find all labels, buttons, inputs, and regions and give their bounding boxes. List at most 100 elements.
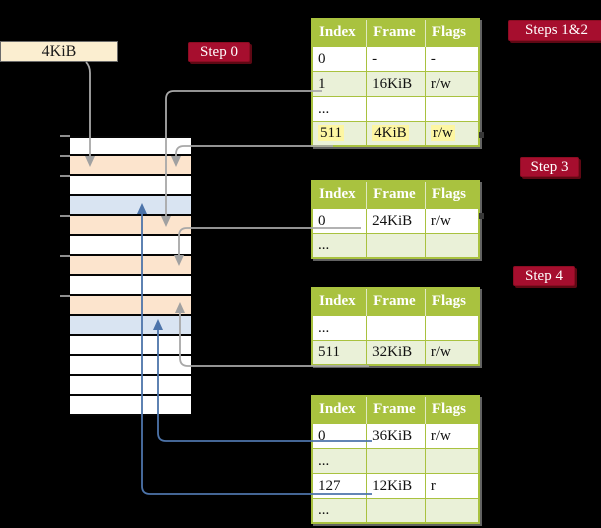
table-row: ...: [311, 314, 480, 341]
table-row: 0 36KiB r/w: [311, 422, 480, 449]
highlighted-cell-text: 511: [318, 125, 344, 142]
memory-frame-row-7: [70, 276, 191, 296]
cell-text: ...: [318, 452, 330, 469]
address-tick-2: [60, 175, 70, 177]
cell-text: 16KiB: [372, 75, 413, 92]
table-row: ...: [311, 95, 480, 122]
table-row: 0 24KiB r/w: [311, 207, 480, 234]
cell-text: 12KiB: [372, 477, 413, 494]
table-cell: r/w: [424, 70, 480, 97]
memory-frame-row-6: [70, 256, 191, 276]
memory-frame-row-4: [70, 216, 191, 236]
cell-text: 32KiB: [372, 344, 413, 361]
table-cell: 511: [311, 120, 368, 147]
address-tick-1: [60, 155, 70, 157]
table-row: ...: [311, 232, 480, 259]
address-tick-3: [60, 215, 70, 217]
badge-step-0: Step 0: [188, 42, 250, 62]
table-cell: ...: [311, 314, 368, 341]
table-cell: [424, 497, 480, 524]
table-row: 511 4KiB r/w: [311, 120, 480, 147]
cell-text: r: [430, 477, 436, 494]
table-cell: 16KiB: [366, 70, 426, 97]
table-cell: r/w: [424, 422, 480, 449]
table-cell: [366, 314, 426, 341]
cell-text: 511: [318, 344, 340, 361]
table-cell: 32KiB: [366, 339, 426, 366]
table-cell: ...: [311, 232, 368, 259]
cell-text: ...: [318, 100, 330, 117]
badge-step-4: Step 4: [513, 266, 575, 286]
table-cell: 12KiB: [366, 472, 426, 499]
table-cell: [366, 95, 426, 122]
cell-text: 0: [318, 212, 326, 229]
column-header-flags: Flags: [424, 288, 479, 315]
cell-text: ...: [318, 502, 330, 519]
column-header-flags: Flags: [424, 396, 479, 423]
cell-text: r/w: [430, 212, 451, 229]
memory-column: [70, 136, 191, 416]
highlighted-cell-text: 4KiB: [372, 125, 409, 142]
table-cell: 511: [311, 339, 368, 366]
table-cell: r/w: [424, 339, 480, 366]
address-tick-5: [60, 295, 70, 297]
memory-frame-row-11: [70, 356, 191, 376]
cell-text: 36KiB: [372, 427, 413, 444]
memory-frame-row-5: [70, 236, 191, 256]
address-tick-4: [60, 255, 70, 257]
table-cell: [424, 95, 480, 122]
column-header-frame: Frame: [366, 396, 426, 423]
memory-frame-row-0: [70, 136, 191, 156]
cell-text: r/w: [430, 344, 451, 361]
cell-text: r/w: [430, 427, 451, 444]
table-row: 1 16KiB r/w: [311, 70, 480, 97]
table-cell: 24KiB: [366, 207, 426, 234]
table-cell: ...: [311, 95, 368, 122]
table-cell: [366, 497, 426, 524]
memory-frame-row-13: [70, 396, 191, 416]
cell-text: r/w: [430, 75, 451, 92]
memory-frame-row-2: [70, 176, 191, 196]
table-cell: 36KiB: [366, 422, 426, 449]
table-cell: 0: [311, 207, 368, 234]
address-tick-0: [60, 135, 70, 137]
memory-frame-row-12: [70, 376, 191, 396]
memory-frame-row-1: [70, 156, 191, 176]
cell-text: ...: [318, 319, 330, 336]
column-header-frame: Frame: [366, 181, 426, 208]
cell-text: -: [430, 50, 436, 67]
table-cell: [424, 314, 480, 341]
highlighted-cell-text: r/w: [430, 125, 455, 142]
column-header-flags: Flags: [424, 19, 479, 46]
table-row: ...: [311, 447, 480, 474]
table-cell: 0: [311, 422, 368, 449]
table-cell: -: [366, 45, 426, 72]
cell-text: 1: [318, 75, 326, 92]
table-cell: [424, 447, 480, 474]
root-pointer-box: 4KiB: [0, 41, 118, 62]
cell-text: 0: [318, 427, 326, 444]
column-header-index: Index: [312, 181, 367, 208]
badge-steps-1-2: Steps 1&2: [508, 20, 601, 41]
cell-text: 24KiB: [372, 212, 413, 229]
table-cell: 0: [311, 45, 368, 72]
column-header-flags: Flags: [424, 181, 479, 208]
column-header-index: Index: [312, 396, 367, 423]
root-pointer-label: 4KiB: [41, 43, 77, 60]
table-cell: r/w: [424, 207, 480, 234]
table-cell: 4KiB: [366, 120, 426, 147]
column-header-frame: Frame: [366, 288, 426, 315]
badge-step-3: Step 3: [520, 157, 579, 177]
table-cell: ...: [311, 497, 368, 524]
cell-text: ...: [318, 237, 330, 254]
table-row: ...: [311, 497, 480, 524]
table-cell: 1: [311, 70, 368, 97]
table-row: 0--: [311, 45, 480, 72]
